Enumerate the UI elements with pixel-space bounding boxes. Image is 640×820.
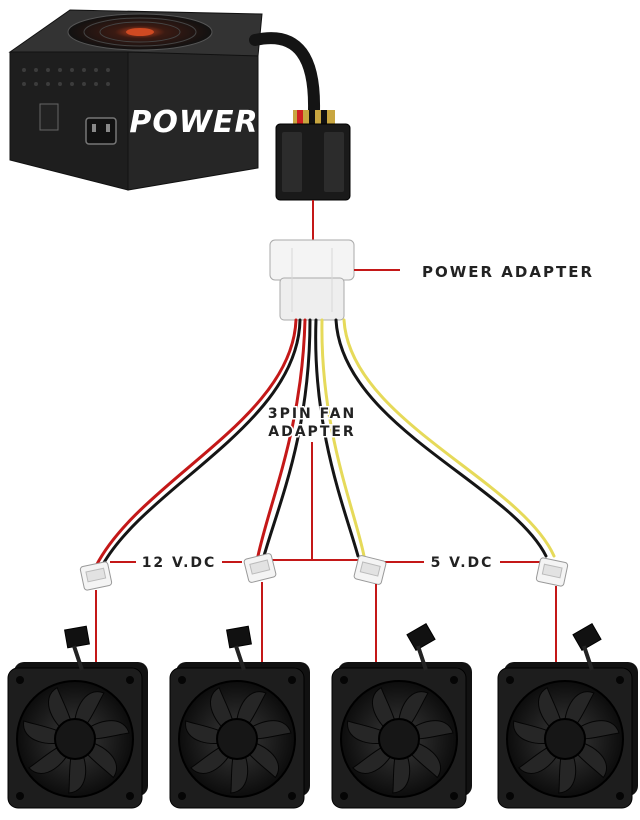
fan-adapter-label-line2: ADAPTER xyxy=(268,424,355,440)
psu-cable xyxy=(249,32,321,116)
power-adapter-label: POWER ADAPTER xyxy=(422,263,594,281)
wire-yellow-to-fan-4 xyxy=(342,318,556,558)
voltage-5v-label: 5 V.DC xyxy=(431,555,494,571)
power-supply-unit: POWER xyxy=(8,9,263,191)
wire-black-to-fan-3 xyxy=(314,318,360,558)
wire-black-to-fan-1 xyxy=(100,318,302,568)
fan-3pin-plug xyxy=(64,625,90,671)
wire-red-to-fan-1 xyxy=(94,318,298,568)
fan-1 xyxy=(7,625,148,809)
voltage-12v-label: 12 V.DC xyxy=(142,555,217,571)
fan-adapter-label-line1: 3PIN FAN xyxy=(268,406,356,422)
psu-molex-connector xyxy=(275,110,351,240)
fan-hub xyxy=(544,718,586,760)
fan-3 xyxy=(331,623,472,809)
fan-hub xyxy=(216,718,258,760)
wire-red-to-fan-2 xyxy=(256,318,307,558)
psu-power-socket xyxy=(85,117,117,145)
connector-to-fan-lines xyxy=(95,582,557,668)
fan-connector-2 xyxy=(243,553,277,583)
fan-3pin-plug xyxy=(572,623,602,671)
psu-label: POWER xyxy=(129,105,258,140)
wire-black-to-fan-4 xyxy=(334,318,548,558)
wire-yellow-to-fan-3 xyxy=(320,318,366,558)
fan-connector-4 xyxy=(535,557,569,587)
psu-power-switch xyxy=(39,103,59,131)
fan-row xyxy=(7,623,638,809)
fan-connectors xyxy=(79,553,569,591)
fan-hub xyxy=(378,718,420,760)
fan-connector-3 xyxy=(353,555,387,585)
adapter-wires xyxy=(94,318,556,568)
fan-connector-1 xyxy=(79,561,113,591)
wire-black-to-fan-2 xyxy=(262,318,312,558)
fan-3pin-plug xyxy=(226,625,252,671)
fan-3pin-plug xyxy=(406,623,436,671)
power-adapter-connector xyxy=(269,239,355,321)
fan-hub xyxy=(54,718,96,760)
psu-vents xyxy=(22,68,110,86)
fan-4 xyxy=(497,623,638,809)
fan-2 xyxy=(169,625,310,809)
